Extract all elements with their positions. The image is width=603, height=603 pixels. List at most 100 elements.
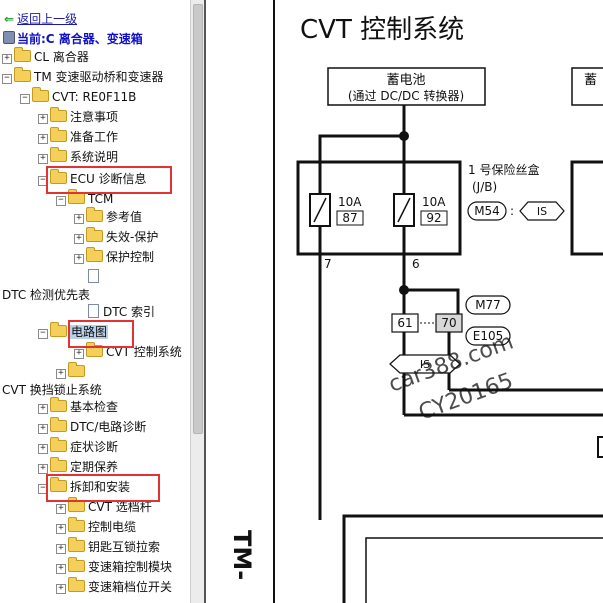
fuse-element [313, 197, 327, 223]
tree-node-label: CL 离合器 [34, 50, 89, 64]
expand-icon[interactable]: + [74, 234, 84, 244]
tree-node-label: 基本检查 [70, 400, 119, 414]
expand-icon[interactable]: + [38, 134, 48, 144]
tree-node-symptom-diagnosis[interactable]: +症状诊断 [38, 437, 118, 456]
tree-node-dtc-index[interactable]: DTC 索引 [88, 303, 155, 321]
connector-e105: E105 [473, 329, 504, 343]
folder-icon [68, 537, 85, 552]
expand-icon[interactable]: + [2, 54, 12, 64]
module-inner-outline [365, 537, 603, 603]
tree-node-ecu-diagnosis[interactable]: −ECU 诊断信息 [38, 169, 147, 188]
battery-box [327, 67, 486, 106]
folder-icon [68, 557, 85, 572]
expand-icon[interactable]: + [74, 349, 84, 359]
tree-node-dtc-priority[interactable]: DTC 检测优先表 [0, 286, 90, 304]
battery-sublabel: (通过 DC/DC 转换器) [348, 88, 464, 103]
expand-icon[interactable]: + [56, 504, 66, 514]
expand-icon[interactable]: + [74, 214, 84, 224]
tree-node-label: CVT 换挡锁止系统 [2, 383, 102, 397]
tree-node-precautions[interactable]: +注意事项 [38, 107, 118, 126]
tree-node-document[interactable] [88, 268, 103, 286]
terminal-70: 70 [441, 316, 456, 330]
tree-node-folder[interactable]: + [56, 362, 88, 381]
current-section-text: 当前:C 离合器、变速箱 [17, 32, 143, 46]
component-partial [597, 436, 603, 458]
fuse-1-number: 87 [342, 211, 357, 225]
connector-m77: M77 [475, 298, 501, 312]
wiring-diagram: CVT 控制系统 蓄电池 (通过 DC/DC 转换器) 蓄 10A 87 10A… [228, 0, 603, 603]
tree-node-tcm[interactable]: −TCM [56, 189, 113, 208]
folder-open-icon [68, 189, 85, 204]
fuse-box-code: (J/B) [472, 180, 497, 194]
tree-node-cvt-selector-lever[interactable]: +CVT 选档杆 [56, 497, 152, 516]
folder-icon [50, 457, 67, 472]
tree-node-label: 失效-保护 [106, 230, 159, 244]
expand-icon[interactable]: + [56, 369, 66, 379]
tree-node-reference-values[interactable]: +参考值 [74, 207, 142, 226]
tree-node-basic-inspection[interactable]: + 基本检查 [38, 397, 119, 416]
collapse-icon[interactable]: − [56, 196, 66, 206]
folder-icon [50, 127, 67, 142]
tree-node-protection-control[interactable]: +保护控制 [74, 247, 154, 266]
tree-node-label: 变速箱控制模块 [88, 560, 173, 574]
tree-node-tm[interactable]: − TM 变速驱动桥和变速器 [2, 67, 164, 86]
highlight-box-removal [46, 474, 160, 502]
tree-node-system-description[interactable]: +系统说明 [38, 147, 118, 166]
folder-icon [68, 362, 85, 377]
connector-is-tag [519, 201, 565, 221]
expand-icon[interactable]: + [38, 114, 48, 124]
tree-node-periodic-maintenance[interactable]: +定期保养 [38, 457, 118, 476]
expand-icon[interactable]: + [56, 584, 66, 594]
expand-icon[interactable]: + [74, 254, 84, 264]
wiring-diagram-pane: CVT 控制系统 蓄电池 (通过 DC/DC 转换器) 蓄 10A 87 10A… [204, 0, 603, 603]
tree-node-preparation[interactable]: +准备工作 [38, 127, 118, 146]
expand-icon[interactable]: + [38, 444, 48, 454]
expand-icon[interactable]: + [38, 424, 48, 434]
collapse-icon[interactable]: − [38, 329, 48, 339]
expand-icon[interactable]: + [56, 564, 66, 574]
tree-node-fail-safe[interactable]: + 失效-保护 [74, 227, 159, 246]
tree-node-cvt-shift-lock[interactable]: CVT 换挡锁止系统 [0, 381, 102, 399]
expand-icon[interactable]: + [56, 524, 66, 534]
scrollbar-thumb[interactable] [193, 4, 203, 434]
tree-node-cl[interactable]: + CL 离合器 [2, 47, 89, 66]
back-link-label: 返回上一级 [17, 12, 78, 26]
collapse-icon[interactable]: − [2, 74, 12, 84]
expand-icon[interactable]: + [38, 464, 48, 474]
connector-m54: M54 [474, 204, 500, 218]
tree-node-wiring-diagram[interactable]: −电路图 [38, 322, 109, 341]
folder-open-icon [32, 87, 49, 102]
pin-6: 6 [412, 257, 420, 271]
tree-node-label: DTC/电路诊断 [70, 420, 147, 434]
tree-node-label: 变速箱档位开关 [88, 580, 173, 594]
connector-e105-tag [465, 326, 511, 346]
document-icon [88, 269, 99, 283]
highlight-box-ecu [46, 166, 172, 194]
battery-box-2 [571, 67, 603, 106]
collapse-icon[interactable]: − [20, 94, 30, 104]
tree-node-cvt-re0f11b[interactable]: −CVT: RE0F11B [20, 87, 136, 106]
expand-icon[interactable]: + [56, 544, 66, 554]
folder-open-icon [50, 169, 67, 184]
tree-node-label: ECU 诊断信息 [70, 172, 147, 186]
fuse-1-number-box [336, 210, 364, 226]
tree-node-dtc-circuit-diagnosis[interactable]: + DTC/电路诊断 [38, 417, 147, 436]
fuse-2-number-box [420, 210, 448, 226]
tree-node-label: TM 变速驱动桥和变速器 [34, 70, 164, 84]
document-icon [88, 304, 99, 318]
expand-icon[interactable]: + [38, 404, 48, 414]
folder-icon [86, 342, 103, 357]
tree-node-key-interlock-cable[interactable]: +钥匙互锁拉索 [56, 537, 160, 556]
connector-m77-tag [465, 295, 511, 315]
folder-icon [50, 437, 67, 452]
module-outline [342, 514, 603, 603]
back-link[interactable]: ⇐返回上一级 [4, 10, 77, 27]
tree-node-removal-installation[interactable]: −拆卸和安装 [38, 477, 130, 496]
tree-node-cvt-control-system[interactable]: +CVT 控制系统 [74, 342, 182, 361]
tree-scrollbar[interactable] [190, 0, 205, 603]
tree-node-transmission-control-module[interactable]: + 变速箱控制模块 [56, 557, 173, 576]
tree-node-control-cable[interactable]: +控制电缆 [56, 517, 136, 536]
tree-node-transmission-range-switch[interactable]: + 变速箱档位开关 [56, 577, 173, 596]
expand-icon[interactable]: + [38, 154, 48, 164]
connector-is: IS [537, 205, 547, 218]
